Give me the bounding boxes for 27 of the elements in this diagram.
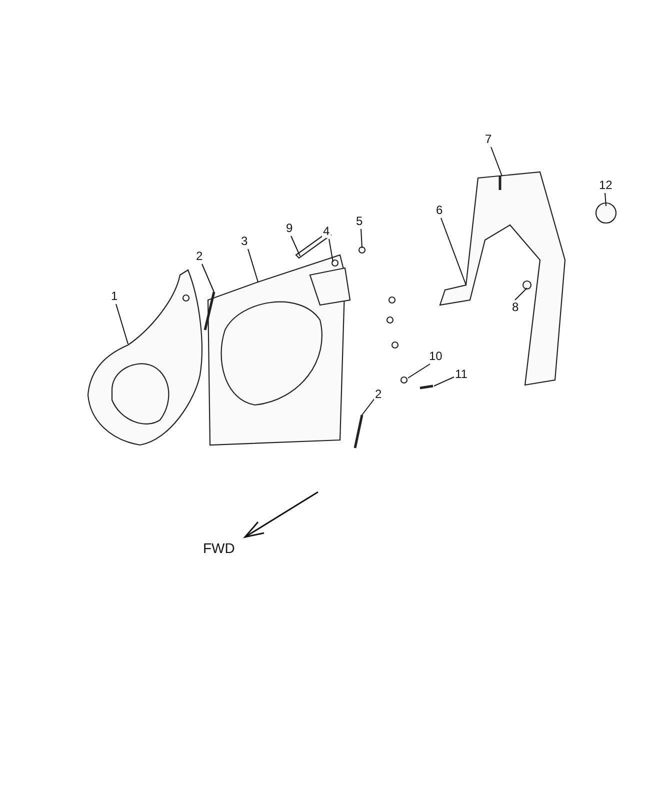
direction-label: FWD [203, 540, 235, 556]
callout-number: 2 [195, 250, 204, 263]
callout-number: 1 [110, 290, 119, 303]
callout-number: 6 [435, 204, 444, 217]
leader-line [514, 288, 528, 300]
leader-line [604, 192, 606, 206]
leader-line [290, 236, 300, 256]
callout-number: 12 [598, 179, 614, 192]
callout-number: 7 [484, 133, 493, 146]
callout-number: 10 [428, 350, 444, 363]
leader-line [440, 218, 466, 286]
leader-line [328, 238, 334, 262]
leader-line [202, 264, 214, 292]
callout-number: 2 [374, 388, 383, 401]
leader-line [434, 376, 454, 386]
callout-number: 9 [285, 222, 294, 235]
leader-line [116, 304, 128, 344]
callout-number: 8 [511, 301, 520, 314]
callout-number: 11 [454, 368, 468, 381]
leader-line [360, 228, 362, 248]
callout-number: 3 [240, 235, 249, 248]
leader-line [408, 364, 430, 378]
callout-number: 4 [322, 225, 331, 238]
leader-line [490, 146, 502, 176]
callout-number: 5 [355, 215, 364, 228]
leader-line [248, 248, 258, 282]
leader-line [362, 398, 376, 416]
